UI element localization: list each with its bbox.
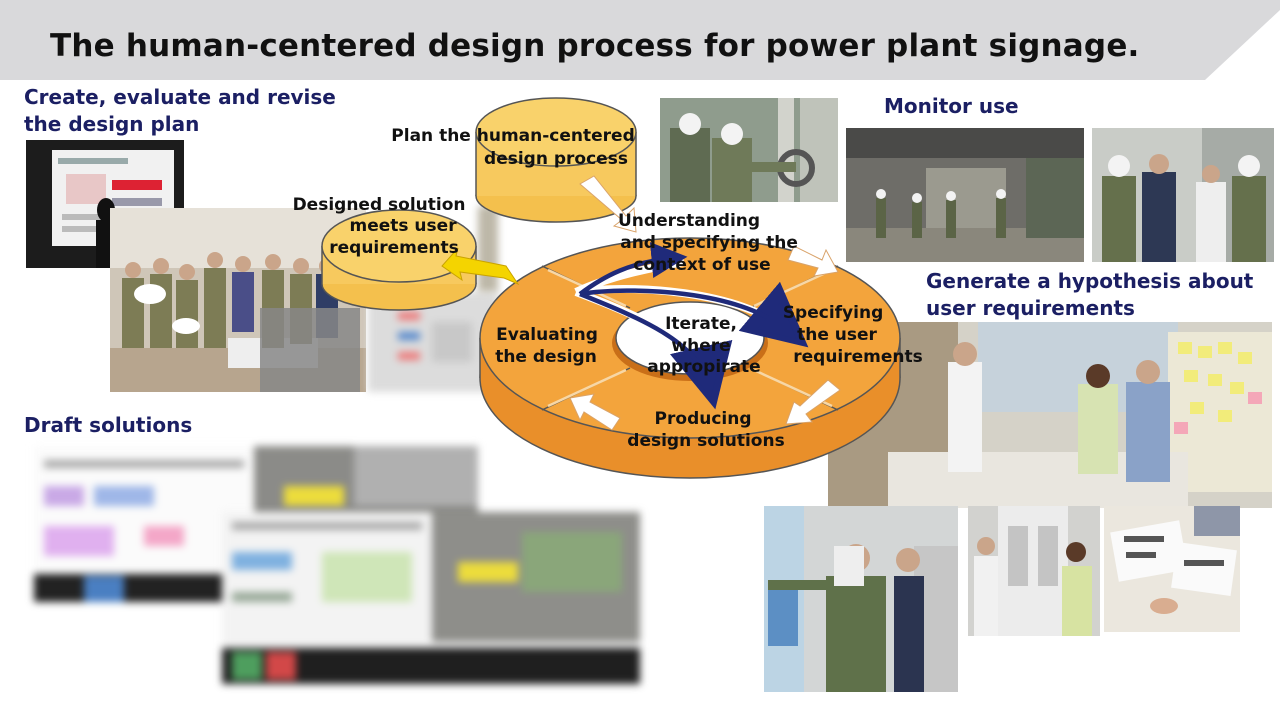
yellow-arrow xyxy=(441,247,520,286)
photo-panel-review xyxy=(968,506,1100,636)
label-monitor-use: Monitor use xyxy=(884,94,1019,118)
flow-arrows xyxy=(569,175,841,431)
page-title: The human-centered design process for po… xyxy=(50,28,1140,64)
solution-cylinder xyxy=(321,209,477,311)
producing-label: Producing design solutions xyxy=(627,409,784,451)
label-generate-hypothesis: Generate a hypothesis about user require… xyxy=(926,269,1254,320)
evaluating-label: Evaluating the design xyxy=(495,325,604,367)
solution-label: Designed solution meets user requirement… xyxy=(293,195,472,258)
photo-valve-inspection xyxy=(660,98,838,202)
understanding-label: Understanding and specifying the context… xyxy=(618,211,804,275)
photo-sticky-note-workshop xyxy=(828,322,1272,508)
title-banner xyxy=(0,0,1280,80)
process-diagram: Plan the human-centered design process D… xyxy=(293,97,923,479)
plan-label: Plan the human-centered design process xyxy=(391,126,640,169)
photo-meeting-group xyxy=(110,208,366,392)
specifying-label: Specifying the user requirements xyxy=(783,303,923,367)
iterate-label: Iterate, where appropirate xyxy=(647,314,760,377)
photo-panel-discussion xyxy=(1092,128,1274,262)
draft-solution-document-2 xyxy=(222,512,640,684)
photo-document-review xyxy=(1104,506,1240,632)
photo-plant-corridor xyxy=(846,128,1084,262)
photo-pointing-signage xyxy=(764,506,958,692)
label-create-evaluate: Create, evaluate and revise the design p… xyxy=(24,85,336,136)
iterate-arrows xyxy=(574,242,809,410)
label-draft-solutions: Draft solutions xyxy=(24,413,193,437)
